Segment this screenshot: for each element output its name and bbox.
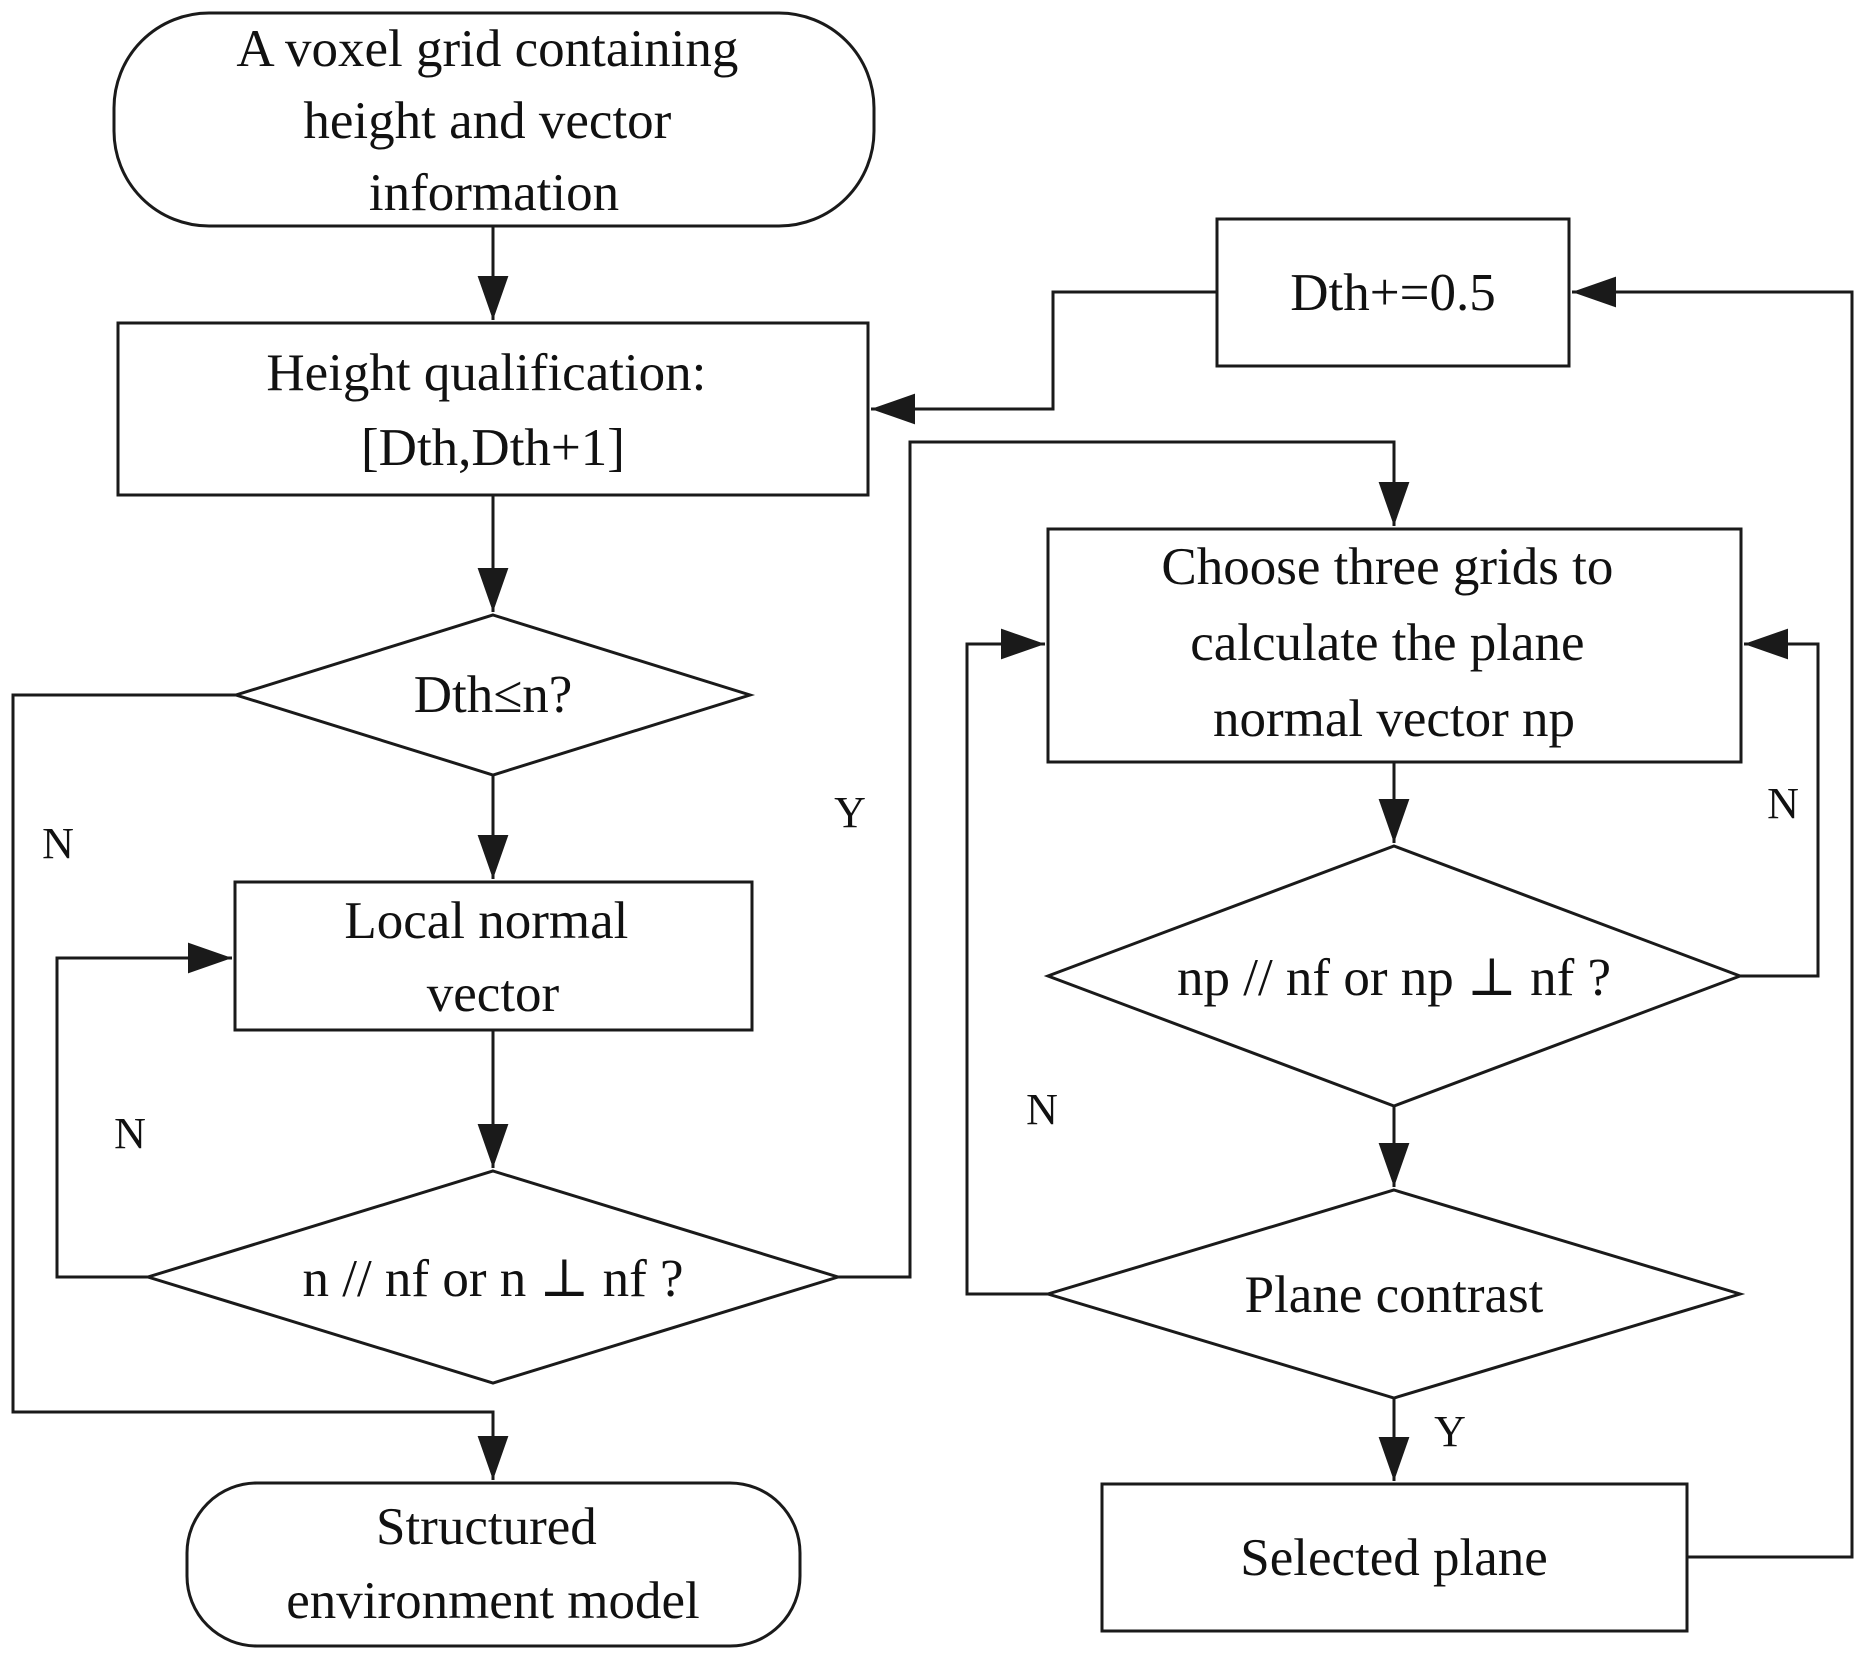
- node-dth-check-text: Dth≤n?: [414, 666, 573, 724]
- node-n-check: n // nf or n ⊥ nf ?: [142, 1169, 844, 1385]
- node-choose-grids-text: Choose three grids to calculate the plan…: [1161, 538, 1626, 748]
- node-np-check: np // nf or np ⊥ nf ?: [1043, 844, 1745, 1108]
- node-plane-contrast-text: Plane contrast: [1245, 1266, 1544, 1324]
- label-n-check-no: N: [114, 1109, 146, 1158]
- edge-n-check-no-loop: [55, 942, 232, 1279]
- edge-selected-to-dth-increment: [1572, 276, 1854, 1559]
- node-choose-grids: Choose three grids to calculate the plan…: [1046, 527, 1743, 764]
- node-start-text: A voxel grid containing height and vecto…: [236, 20, 751, 222]
- edge-np-check-no-loop: [1740, 628, 1820, 978]
- node-end-text: Structured environment model: [286, 1498, 700, 1630]
- node-plane-contrast: Plane contrast: [1042, 1188, 1746, 1400]
- node-dth-increment-text: Dth+=0.5: [1290, 264, 1496, 322]
- node-selected-plane: Selected plane: [1100, 1482, 1689, 1633]
- node-end: Structured environment model: [185, 1481, 802, 1648]
- label-dth-check-no: N: [42, 819, 74, 868]
- label-plane-contrast-yes: Y: [1434, 1407, 1466, 1456]
- edge-dth-check-no-to-end: [11, 693, 509, 1480]
- node-n-check-text: n // nf or n ⊥ nf ?: [302, 1250, 683, 1308]
- node-start: A voxel grid containing height and vecto…: [112, 11, 876, 228]
- edge-plane-contrast-no-loop: [965, 628, 1048, 1296]
- edge-dth-increment-to-height: [871, 290, 1217, 425]
- edge-n-check-yes-to-choose-grids: [838, 440, 1410, 1279]
- node-selected-plane-text: Selected plane: [1240, 1529, 1548, 1587]
- node-height-qualification-text: Height qualification: [Dth,Dth+1]: [266, 344, 719, 477]
- node-np-check-text: np // nf or np ⊥ nf ?: [1177, 949, 1611, 1007]
- node-local-normal: Local normal vector: [233, 880, 754, 1032]
- label-plane-contrast-no: N: [1026, 1085, 1058, 1134]
- label-np-check-no: N: [1767, 779, 1799, 828]
- node-dth-check: Dth≤n?: [230, 613, 756, 777]
- node-dth-increment: Dth+=0.5: [1215, 217, 1571, 368]
- label-n-check-yes: Y: [834, 788, 866, 837]
- node-local-normal-text: Local normal vector: [344, 892, 641, 1023]
- node-height-qualification: Height qualification: [Dth,Dth+1]: [116, 321, 870, 497]
